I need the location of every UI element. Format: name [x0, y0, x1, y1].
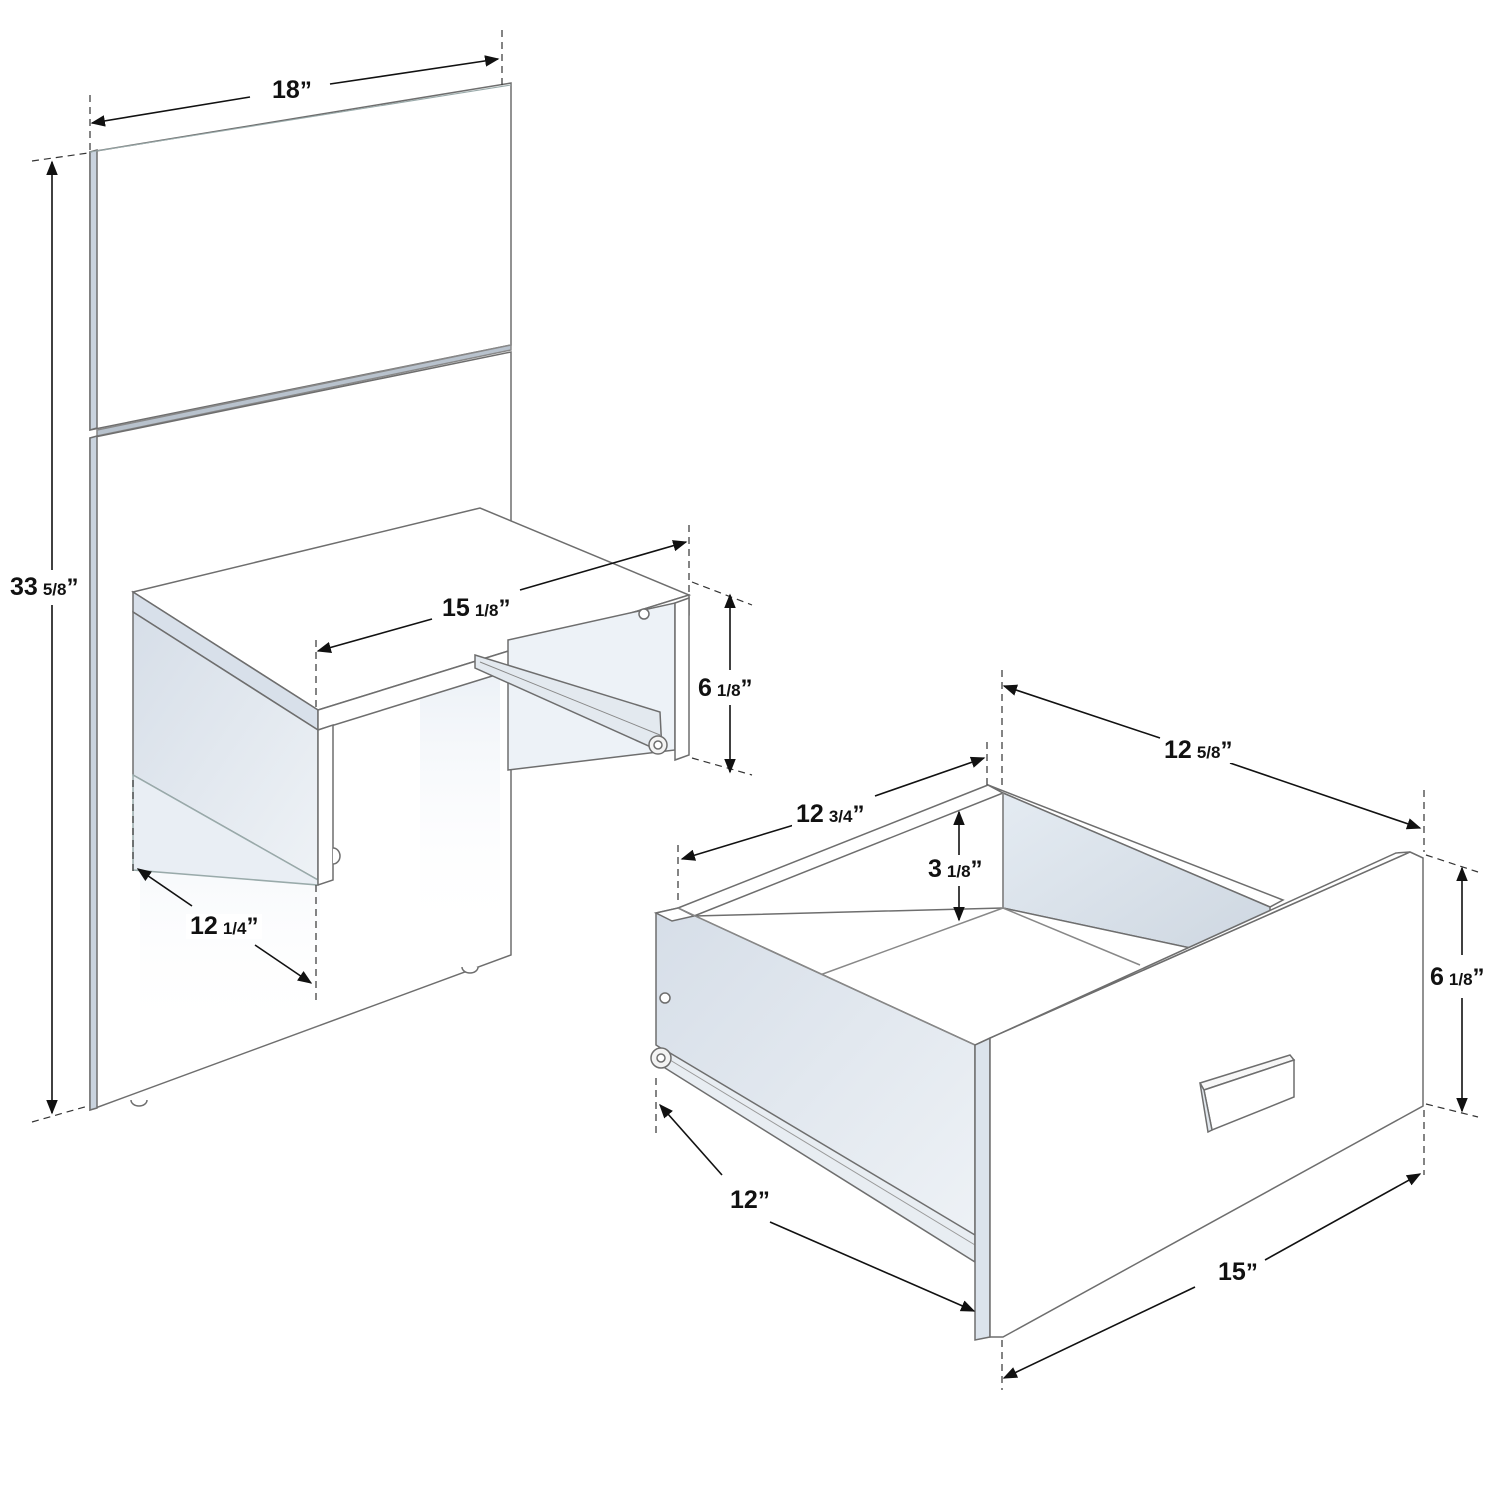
leg-left: [130, 1099, 148, 1107]
label-panel-width: 18”: [268, 78, 316, 103]
rail-screw: [638, 608, 650, 620]
dimension-lines: [31, 30, 1479, 1390]
nightstand-shelf: [131, 507, 692, 887]
drawer: [650, 784, 1424, 1341]
lower-board-edge: [89, 435, 98, 1111]
value: 18: [272, 76, 300, 104]
upper-board-edge: [89, 149, 98, 431]
shelf-right-side: [674, 596, 690, 762]
label-drawer-slide-length: 12”: [726, 1188, 774, 1213]
label-drawer-front-width: 15”: [1214, 1260, 1262, 1285]
drawer-front-edge: [974, 1036, 991, 1341]
drawer-handle-icon: [1198, 1054, 1296, 1134]
leg-right: [461, 966, 479, 974]
board-gap: [96, 344, 512, 437]
drawer-screw: [659, 992, 671, 1004]
